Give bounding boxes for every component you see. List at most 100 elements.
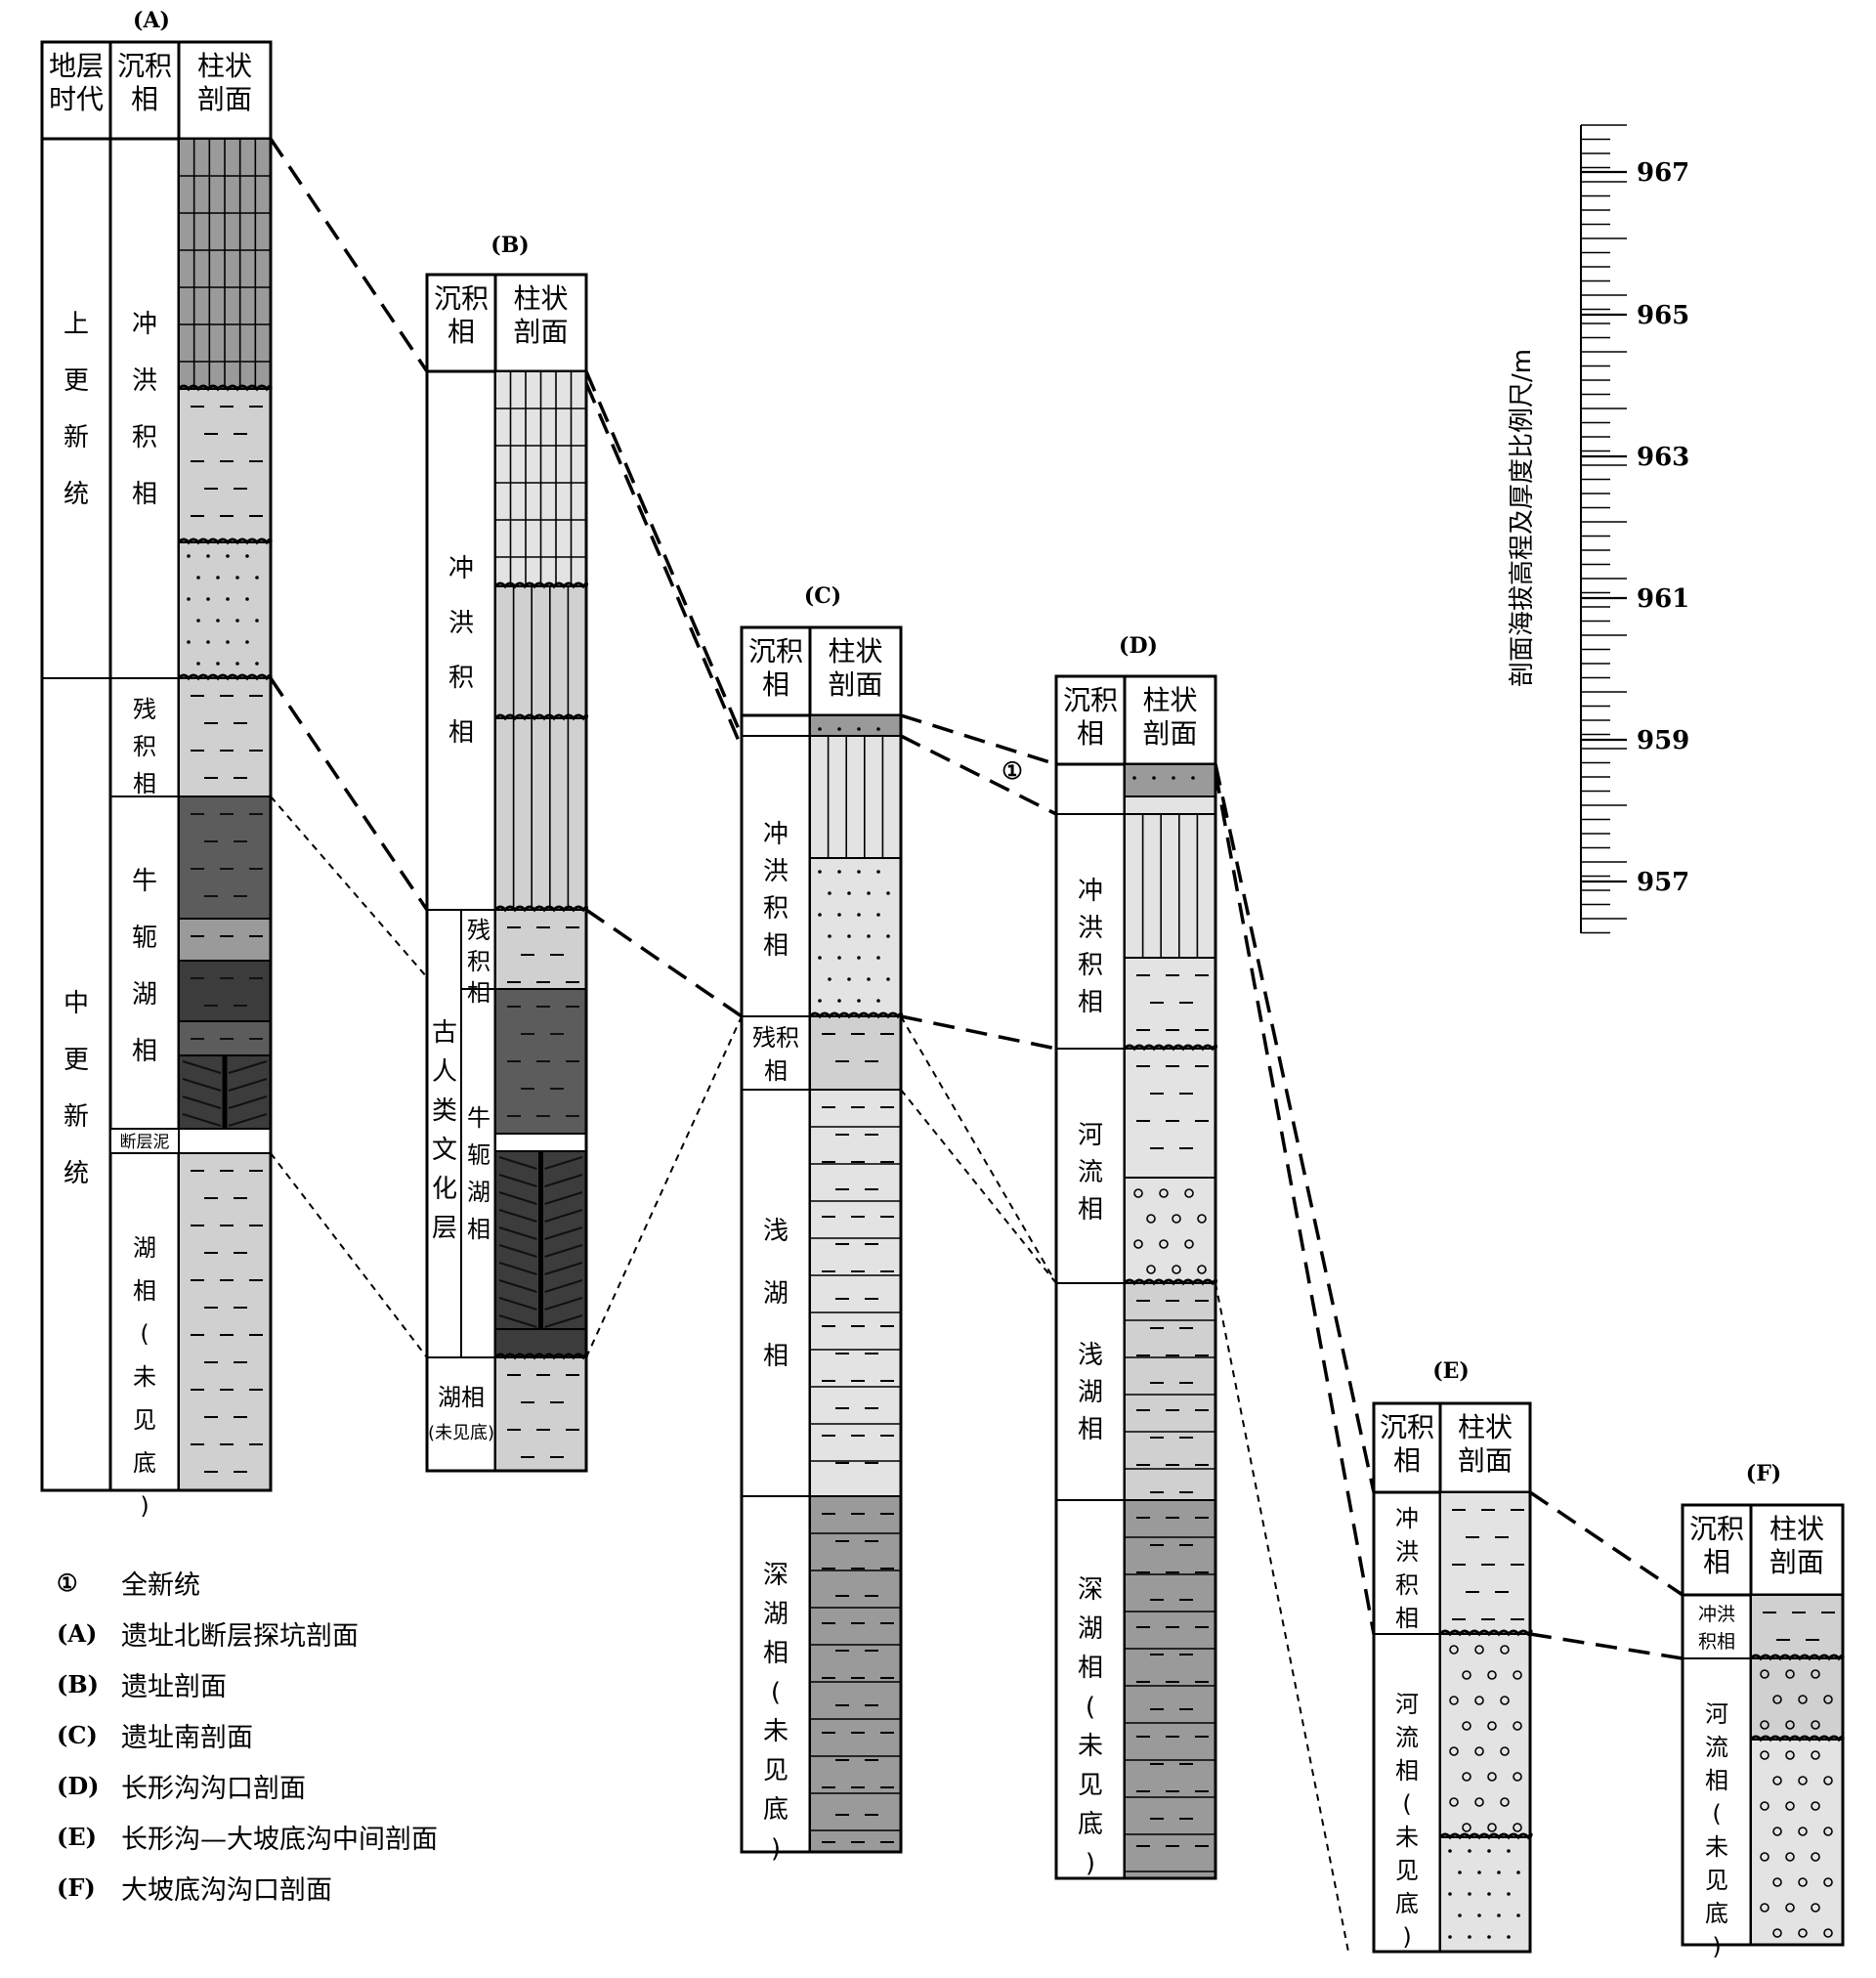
crossbed-mark — [182, 1096, 222, 1109]
gravel-mark — [1500, 1746, 1510, 1756]
header-label: 沉积相 — [1380, 1411, 1434, 1477]
gravel-mark — [1449, 1746, 1459, 1756]
sand-mark — [255, 576, 259, 580]
gravel-mark — [1798, 1928, 1808, 1938]
legend-text: 长形沟沟口剖面 — [121, 1773, 306, 1804]
gravel-mark — [1785, 1801, 1795, 1811]
facies-column — [740, 713, 812, 1854]
sand-mark — [876, 870, 880, 874]
holocene-marker: ① — [1002, 756, 1023, 785]
gravel-mark — [1760, 1720, 1769, 1730]
gravel-mark — [1474, 1645, 1484, 1655]
lithology-layer — [494, 1133, 587, 1152]
crossbed-mark — [544, 1226, 583, 1240]
sand-mark — [235, 619, 239, 623]
sand-mark — [876, 956, 880, 960]
unconformity-line — [177, 384, 273, 392]
facies-label: 冲洪积相 — [132, 310, 157, 509]
column-f-frame — [1681, 1503, 1845, 1947]
gravel-mark — [1772, 1695, 1782, 1704]
crossbed-mark — [228, 1060, 268, 1074]
lithology-layer — [1124, 957, 1216, 1050]
header-cell — [493, 273, 588, 373]
sand-mark — [1468, 1849, 1471, 1853]
sand-mark — [857, 913, 861, 917]
sand-mark — [1468, 1935, 1471, 1939]
lithology-layer — [494, 585, 587, 719]
gravel-mark — [1500, 1696, 1510, 1705]
lithology-layer — [494, 1328, 587, 1358]
gravel-mark — [1462, 1772, 1471, 1782]
crossbed-mark — [498, 1297, 537, 1311]
correlation-line — [900, 734, 1057, 816]
scale-title: 剖面海拔高程及厚度比例尺/m — [1508, 349, 1537, 687]
sand-mark — [818, 956, 822, 960]
sand-mark — [1507, 1892, 1511, 1896]
gravel-mark — [1462, 1721, 1471, 1731]
scale-tick-label: 965 — [1637, 301, 1689, 330]
sand-mark — [245, 554, 249, 558]
lithology-layer — [1124, 1499, 1216, 1879]
gravel-mark — [1785, 1903, 1795, 1913]
column-e-frame — [1372, 1401, 1532, 1954]
sand-mark — [857, 727, 861, 731]
crossbed-mark — [182, 1060, 222, 1074]
facies-label: 冲洪积相 — [763, 820, 789, 961]
gravel-mark — [1172, 1214, 1181, 1224]
lithology-layer — [809, 1495, 902, 1853]
correlation-line — [269, 138, 429, 372]
column-label: (E) — [1432, 1358, 1470, 1384]
lithology-layer — [1124, 1177, 1216, 1284]
sand-mark — [1152, 776, 1156, 780]
legend-item: (F)大坡底沟沟口剖面 — [57, 1862, 438, 1913]
lithology-layer — [1750, 1594, 1844, 1659]
sand-mark — [886, 891, 890, 895]
correlation-lines — [269, 138, 1684, 1953]
legend-text: 遗址南剖面 — [121, 1722, 253, 1753]
gravel-mark — [1823, 1776, 1833, 1785]
gravel-mark — [1487, 1772, 1497, 1782]
facies-label: 冲洪积相 — [448, 554, 474, 748]
sand-mark — [876, 999, 880, 1003]
lithology-layer — [809, 714, 902, 737]
gravel-mark — [1823, 1877, 1833, 1887]
sand-mark — [876, 913, 880, 917]
header-label: 沉积相 — [748, 635, 803, 701]
header-cell — [40, 40, 112, 141]
facies-label: 深湖相(未见底) — [1078, 1575, 1103, 1878]
unconformity-line — [493, 905, 589, 913]
gravel-mark — [1513, 1721, 1522, 1731]
gravel-mark — [1798, 1695, 1808, 1704]
header-label: 地层时代 — [49, 50, 104, 115]
sand-mark — [1516, 1870, 1520, 1874]
facies-label: 冲洪积相 — [1395, 1505, 1419, 1632]
sand-mark — [245, 640, 249, 644]
crossbed-mark — [498, 1279, 537, 1293]
unconformity-line — [1123, 1044, 1218, 1052]
sand-mark — [818, 999, 822, 1003]
facies-label: 湖相 — [438, 1384, 485, 1411]
correlation-line — [269, 677, 429, 911]
header-label: 柱状剖面 — [1769, 1513, 1824, 1578]
scale-tick-label: 967 — [1637, 158, 1689, 188]
gravel-mark — [1760, 1852, 1769, 1862]
sand-mark — [847, 977, 851, 981]
column-label: (F) — [1746, 1461, 1781, 1486]
sand-mark — [206, 640, 210, 644]
correlation-line — [585, 1015, 743, 1358]
sand-mark — [235, 576, 239, 580]
column-c-frame — [740, 625, 903, 1854]
sand-mark — [847, 891, 851, 895]
gravel-mark — [1487, 1721, 1497, 1731]
sand-mark — [255, 662, 259, 666]
sand-mark — [1458, 1914, 1462, 1917]
correlation-line — [585, 908, 743, 1018]
crossbed-mark — [228, 1113, 268, 1127]
lithology-layer — [1124, 796, 1216, 815]
scale-tick-label: 957 — [1637, 868, 1689, 897]
legend-item: (B)遗址剖面 — [57, 1658, 438, 1709]
lithology-layer — [178, 1128, 272, 1154]
